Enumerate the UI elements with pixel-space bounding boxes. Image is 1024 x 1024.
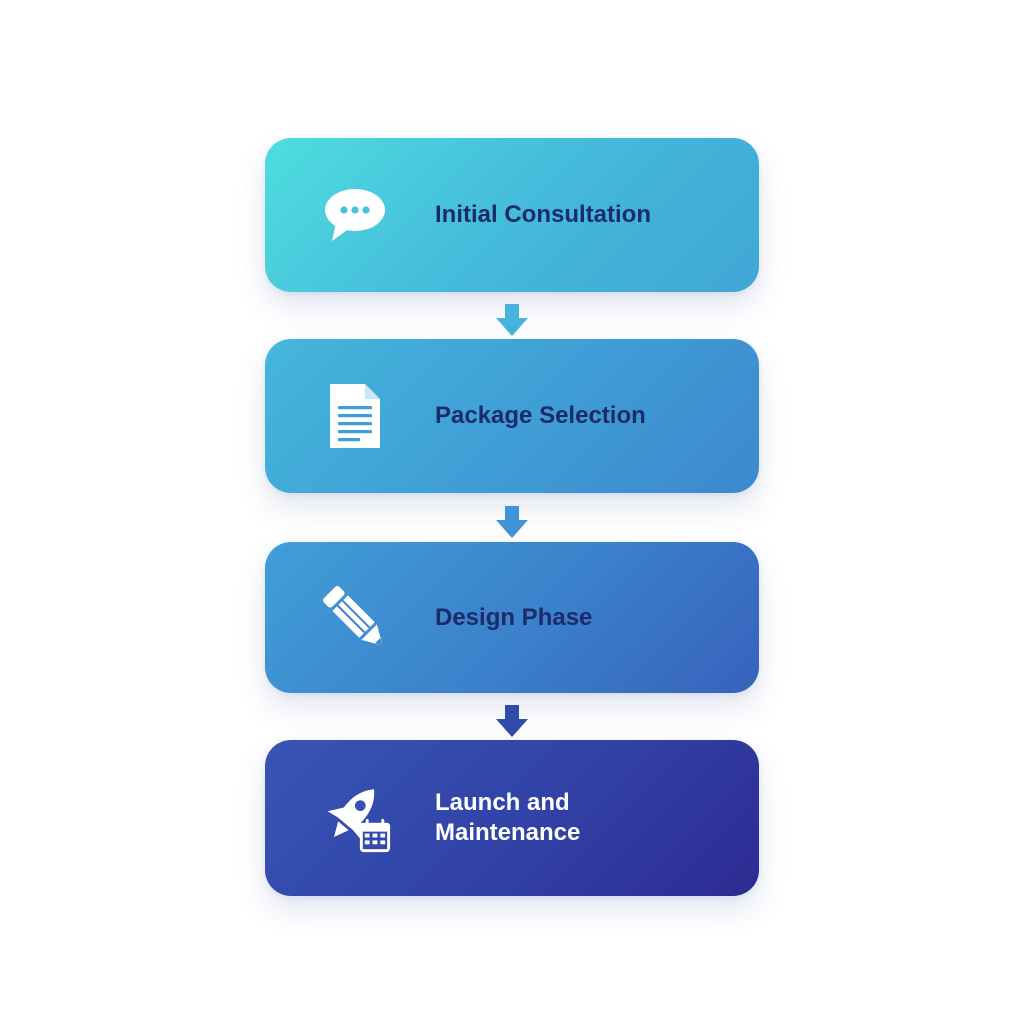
- speech-bubble-icon: [317, 177, 393, 253]
- arrow-down-icon: [496, 705, 528, 737]
- step-package-selection: Package Selection: [265, 339, 759, 493]
- step-label: Initial Consultation: [435, 201, 651, 228]
- step-launch-and-maintenance: Launch and Maintenance: [265, 740, 759, 896]
- rocket-calendar-icon: [317, 780, 393, 856]
- step-label: Launch and Maintenance: [435, 788, 729, 848]
- step-initial-consultation: Initial Consultation: [265, 138, 759, 292]
- step-label-line: Launch and: [435, 789, 570, 816]
- step-label: Package Selection: [435, 402, 646, 429]
- arrow-down-icon: [496, 304, 528, 336]
- document-icon: [317, 378, 393, 454]
- step-design-phase: Design Phase: [265, 542, 759, 693]
- arrow-down-icon: [496, 506, 528, 538]
- pencil-icon: [317, 580, 393, 656]
- step-label: Design Phase: [435, 603, 593, 631]
- step-label-line: Maintenance: [435, 819, 581, 846]
